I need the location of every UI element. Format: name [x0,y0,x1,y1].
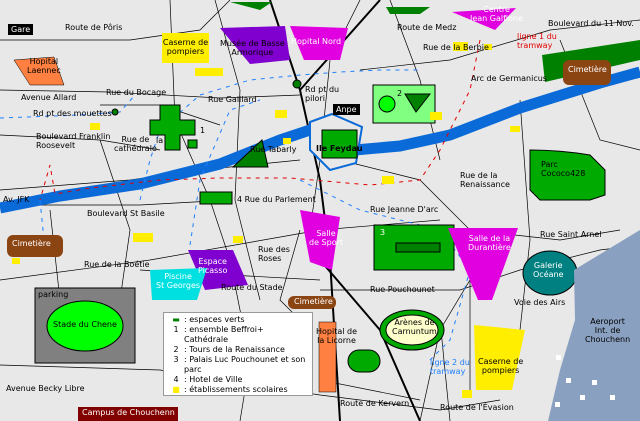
galerie-oceane-label[interactable]: Galerie Océane [533,261,564,279]
road-label: Rue de la Renaissance [460,171,510,189]
beffroi-cross [149,104,196,151]
centre-galfione-label[interactable]: Centre Jean Galfione [470,5,524,23]
tram-lines [0,39,481,361]
cimetiere-label[interactable]: Cimetière [294,297,333,306]
roundabout-label: Rd pt du pilori [305,85,340,103]
road-label: Route du Stade [221,283,283,292]
road-label: Boulevard St Basile [87,209,165,218]
parking-label[interactable]: parking [38,290,69,299]
road-label: Av. JFK [3,195,30,204]
green-space [231,139,269,168]
salle-durantiere-label[interactable]: Salle de la Durantière [468,234,511,252]
roundabout-label: Rd pt des mouettes [33,109,112,118]
road-label: Route de l'Évasion [440,403,514,412]
airport-zone [548,230,640,421]
legend-row: 1: ensemble Beffroi+ Cathédrale [173,325,264,344]
road-label: Rue Jeanne D'arc [370,205,439,214]
road-label: Rue Saint Arnel [540,230,602,239]
road-label: Boulevard Franklin Roosevelt [36,132,111,150]
legend-row: 4: Hotel de Ville [173,375,243,384]
caserne-pompiers-sud[interactable]: Caserne de pompiers [478,357,524,375]
arc-germanicus-label[interactable]: Arc de Germanicus [471,74,547,83]
road-label: Rue Gaillard [208,95,257,104]
road-label: Voie des Airs [514,298,566,307]
hopital-licorne-label[interactable]: Hopital de la Licorne [316,327,358,345]
anpe-badge[interactable]: Anpe [333,104,360,115]
legend-row: 3: Palais Luc Pouchounet et son parc [173,355,306,374]
cimetiere-label[interactable]: Cimetière [12,239,51,248]
map-legend: ▬: espaces verts 1: ensemble Beffroi+ Ca… [163,312,313,396]
road-label: Rue Pouchounet [370,285,435,294]
road-label: Route de Kervern [340,399,410,408]
road-label: Rue de cathédrale [114,135,157,153]
cimetiere-label[interactable]: Cimetière [568,65,607,74]
legend-row: ▬: espaces verts [172,315,245,324]
parc-cococo [529,149,606,201]
road-label: Route de Pôris [65,23,123,32]
aeroport-label[interactable]: Aeroport Int. de Chouchenn [585,317,631,344]
road-label: Rue de la Boétie [84,260,150,269]
espace-picasso-label[interactable]: Espace Picasso [198,257,228,275]
road-label: Rue Tabarly [250,145,297,154]
road-label: 4 Rue du Parlement [237,195,316,204]
road-label: Rue des Roses [258,245,290,263]
legend-row: ■: établissements scolaires [172,385,288,394]
road-label: Route de Medz [397,23,457,32]
road-label: Boulevard du 11 Nov. [548,19,634,28]
arenes-label[interactable]: Arènes de Carnuntum [392,318,437,336]
tram-line-2-label: ligne 2 du tramway [430,358,470,376]
gare-badge[interactable]: Gare [8,24,34,35]
hopital-laennec-label[interactable]: Hopital Laennec [27,57,61,75]
road-label: Avenue Allard [21,93,77,102]
tram-line-1-label: ligne 1 du tramway [517,32,557,50]
musee-label[interactable]: Musée de Basse Armorique [220,39,285,57]
green-space [321,129,358,159]
road-label: Avenue Becky Libre [6,384,85,393]
road-label: Rue du Bocage [106,88,167,97]
salle-sport-label[interactable]: Salle de Sport [309,229,344,247]
campus-label[interactable]: Campus de Chouchenn [82,408,175,417]
hopital-nord-label[interactable]: Hopital Nord [291,37,342,46]
ile-feydau-label[interactable]: Ile Feydau [316,144,363,153]
piscine-label[interactable]: Piscine St Georges [156,272,201,290]
stade-du-chene [46,300,124,352]
legend-row: 2: Tours de la Renaissance [173,345,285,354]
stade-label[interactable]: Stade du Chene [53,320,117,329]
road-label: Rue de la Berbie [423,43,489,52]
parc-cococo-label[interactable]: Parc Cococo428 [541,160,586,178]
caserne-pompiers-nord[interactable]: Caserne de pompiers [162,38,209,56]
